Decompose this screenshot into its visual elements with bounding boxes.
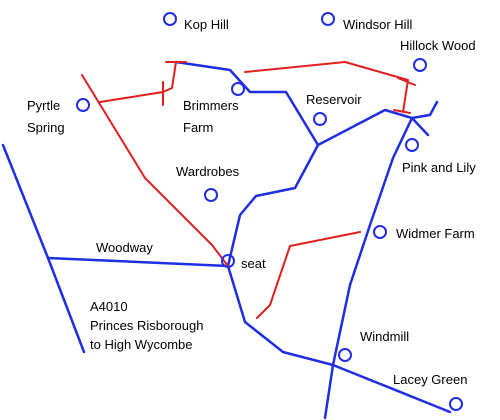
road-woodway: [46, 256, 230, 268]
label-pink-and-lily: Pink and Lily: [402, 160, 476, 175]
footpath-widmer: [256, 231, 361, 319]
place-markers: [76, 12, 463, 411]
wardrobes-marker-icon[interactable]: [204, 188, 218, 202]
road-hillock-spur: [410, 100, 439, 120]
label-pyrtle-line-1: Pyrtle: [27, 98, 60, 113]
road-central: [226, 143, 320, 268]
reservoir-marker-icon[interactable]: [313, 112, 327, 126]
road-top: [174, 60, 414, 147]
label-brimmers-line-2: Farm: [183, 120, 213, 135]
footpath-north-link: [162, 61, 177, 93]
road-pink-spur: [410, 116, 430, 137]
kop-hill-marker-icon[interactable]: [163, 12, 177, 26]
label-a4010-number: A4010: [90, 299, 128, 314]
label-a4010: A4010 Princes Risborough to High Wycombe: [90, 299, 207, 352]
windsor-hill-marker-icon[interactable]: [321, 12, 335, 26]
label-a4010-line-2: to High Wycombe: [90, 337, 192, 352]
footpath-stile-4: [393, 109, 411, 114]
pink-and-lily-marker-icon[interactable]: [405, 138, 419, 152]
road-seat-windmill: [226, 264, 335, 367]
footpath-stile-3: [397, 77, 416, 86]
label-lacey-green: Lacey Green: [393, 372, 467, 387]
footpath-north-east: [244, 61, 409, 113]
road-east: [331, 116, 414, 367]
windmill-marker-icon[interactable]: [338, 348, 352, 362]
footpath-network: [81, 61, 416, 319]
seat-marker-icon[interactable]: [221, 254, 235, 268]
footpath-west: [81, 74, 229, 267]
label-brimmers-farm: Brimmers Farm: [183, 98, 242, 135]
brimmers-farm-marker-icon[interactable]: [231, 82, 245, 96]
footpath-pyrtle-branch: [99, 91, 164, 103]
label-pyrtle-spring: Pyrtle Spring: [27, 98, 65, 135]
label-widmer-farm: Widmer Farm: [396, 226, 475, 241]
road-south: [323, 363, 335, 420]
label-wardrobes: Wardrobes: [176, 164, 240, 179]
label-reservoir: Reservoir: [306, 92, 362, 107]
widmer-farm-marker-icon[interactable]: [373, 225, 387, 239]
lacey-green-marker-icon[interactable]: [449, 397, 463, 411]
label-windsor-hill: Windsor Hill: [343, 17, 412, 32]
label-kop-hill: Kop Hill: [184, 17, 229, 32]
label-brimmers-line-1: Brimmers: [183, 98, 239, 113]
road-lacey-green: [331, 363, 452, 414]
place-labels: Kop Hill Windsor Hill Hillock Wood Pyrtl…: [27, 17, 476, 387]
label-pyrtle-line-2: Spring: [27, 120, 65, 135]
pyrtle-spring-marker-icon[interactable]: [76, 98, 90, 112]
hillock-wood-marker-icon[interactable]: [413, 58, 427, 72]
road-network: [1, 60, 452, 420]
label-woodway: Woodway: [96, 240, 153, 255]
label-a4010-line-1: Princes Risborough: [90, 318, 203, 333]
label-hillock-wood: Hillock Wood: [400, 38, 476, 53]
road-labels: Woodway A4010 Princes Risborough to High…: [90, 240, 207, 352]
label-windmill: Windmill: [360, 329, 409, 344]
label-seat: seat: [241, 256, 266, 271]
road-a4010: [1, 143, 86, 354]
